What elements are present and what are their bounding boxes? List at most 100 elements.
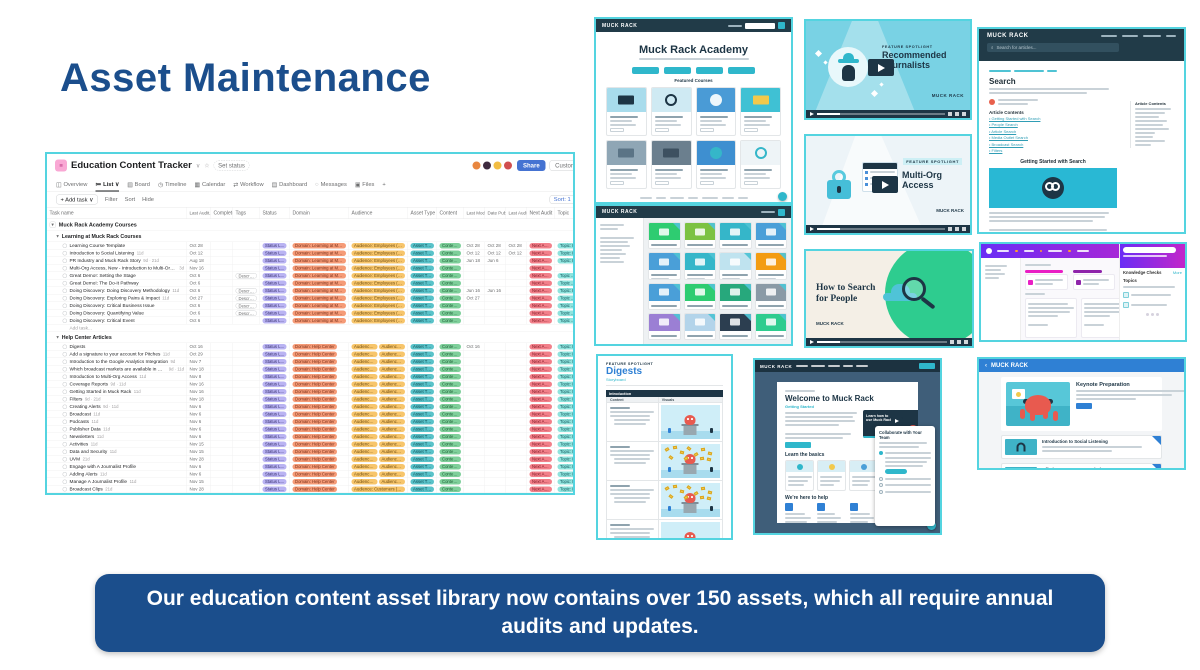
field-pill[interactable]: Domain: Help Center	[292, 351, 338, 357]
search-people-video[interactable]: How to Search for People MUCK RACK	[804, 249, 974, 348]
field-pill[interactable]: Asset Ty...	[411, 494, 435, 495]
account-button[interactable]	[778, 22, 785, 29]
field-pill[interactable]: Domain: Help Center	[292, 343, 338, 350]
field-pill[interactable]: Next Au...	[529, 448, 552, 455]
muckrack-logo[interactable]: MUCK RACK	[760, 363, 793, 369]
video-card[interactable]	[719, 282, 752, 310]
field-pill[interactable]: Topic: Micro...	[557, 343, 573, 350]
field-pill[interactable]: Domain: Help Center	[292, 426, 338, 432]
field-pill[interactable]: Next Au...	[529, 478, 552, 485]
field-pill[interactable]: Domain: Help Center	[292, 411, 338, 417]
view-course-button[interactable]	[744, 181, 759, 185]
avatar[interactable]	[471, 160, 482, 171]
video-card[interactable]	[683, 222, 716, 250]
field-pill[interactable]: Audience ...	[379, 373, 405, 380]
task-row[interactable]: Great Demo!: The Do-It Pathway Oct 6 Sta…	[47, 279, 573, 287]
field-pill[interactable]: Audience ...	[351, 418, 378, 425]
field-pill[interactable]: Topic: Micro...	[557, 418, 573, 425]
fullscreen-icon[interactable]	[962, 112, 966, 116]
basics-card[interactable]	[785, 460, 814, 491]
field-pill[interactable]: Topic: Micro...	[557, 351, 573, 357]
field-pill[interactable]: Content...	[439, 242, 461, 249]
field-pill[interactable]: Topic ...	[557, 302, 573, 309]
checklist-cta-button[interactable]	[885, 469, 907, 475]
field-pill[interactable]: Content...	[439, 426, 461, 432]
field-pill[interactable]: Status L...	[262, 388, 287, 395]
nav-links[interactable]	[796, 363, 869, 369]
section-row[interactable]: ▾Learning at Muck Rack Courses	[47, 231, 573, 242]
column-header[interactable]: Completed...	[211, 207, 233, 219]
play-button[interactable]	[891, 417, 903, 425]
field-pill[interactable]: Next Au...	[529, 433, 552, 440]
play-icon[interactable]	[810, 112, 814, 116]
field-pill[interactable]: Topic: Micro...	[557, 433, 573, 440]
project-title[interactable]: Education Content Tracker	[71, 160, 192, 171]
multiorg-access-video[interactable]: FEATURE SPOTLIGHT Multi-Org Access MUCK …	[804, 134, 972, 235]
column-header[interactable]: Content	[437, 207, 464, 219]
field-pill[interactable]: Asset Ty...	[410, 287, 434, 294]
field-pill[interactable]: Audience ...	[351, 381, 378, 387]
spekit-sidebar[interactable]	[981, 258, 1021, 340]
view-course-button[interactable]	[744, 128, 759, 132]
field-pill[interactable]: Audience: Customers (Free)	[352, 494, 406, 495]
view-course-button[interactable]	[610, 128, 624, 132]
field-pill[interactable]: Audience ...	[351, 373, 378, 380]
play-icon[interactable]	[810, 340, 814, 344]
field-pill[interactable]: Asset Ty...	[410, 448, 434, 455]
field-pill[interactable]: Next Au...	[529, 343, 552, 350]
task-row[interactable]: Doing Discovery: Exploring Pains & Impac…	[47, 294, 573, 302]
field-pill[interactable]: Next Au...	[529, 310, 552, 316]
field-pill[interactable]: Content...	[439, 411, 461, 417]
field-pill[interactable]: Audience ...	[379, 403, 405, 410]
article-search-input[interactable]: ⌕ Search for articles...	[987, 43, 1120, 52]
field-pill[interactable]: Audience ...	[379, 381, 405, 387]
filter-button[interactable]: Filter	[104, 196, 118, 203]
field-pill[interactable]: Status L...	[262, 272, 287, 279]
field-pill[interactable]: Asset Ty...	[410, 381, 434, 387]
checklist-item[interactable]	[879, 476, 931, 481]
field-pill[interactable]: Status L...	[262, 280, 287, 286]
video-card[interactable]	[648, 282, 681, 310]
field-pill[interactable]: Topic: Micro...	[557, 373, 573, 380]
sort-button[interactable]: Sort	[124, 196, 136, 203]
field-pill[interactable]: Audience: Employees (Full...	[351, 287, 405, 294]
field-pill[interactable]: Topic: Micro...	[558, 494, 576, 495]
field-pill[interactable]: Content...	[439, 295, 461, 301]
tab-board[interactable]: ▥Board	[127, 181, 150, 188]
field-pill[interactable]: Domain: Learning at Muck...	[292, 310, 346, 316]
library-sidebar[interactable]	[596, 218, 644, 344]
pagination-dots[interactable]	[1025, 341, 1115, 342]
field-pill[interactable]: Status L...	[262, 265, 287, 271]
field-pill[interactable]: Audience ...	[379, 456, 405, 462]
tab-calendar[interactable]: ▦Calendar	[194, 181, 226, 188]
field-pill[interactable]: Next Au...	[529, 265, 552, 271]
field-pill[interactable]: Next Au...	[529, 358, 552, 365]
field-pill[interactable]: Next Au...	[529, 486, 552, 492]
field-pill[interactable]: Domain: Help Center	[292, 441, 338, 447]
field-pill[interactable]: Topic ...	[557, 272, 573, 279]
column-header[interactable]: Last Audited	[506, 207, 527, 219]
contents-link[interactable]: • Getting Started with Search	[989, 116, 1041, 121]
field-pill[interactable]: Next Au...	[529, 388, 552, 395]
field-pill[interactable]: Audience ...	[351, 478, 378, 485]
contents-link[interactable]: • Article Search	[989, 128, 1017, 134]
group-row[interactable]: ▾Muck Rack Academy Courses	[47, 219, 573, 231]
fullscreen-icon[interactable]	[964, 340, 968, 344]
field-pill[interactable]: Audience: Customers (Free)	[351, 486, 405, 492]
tab-timeline[interactable]: ◷Timeline	[157, 181, 187, 188]
recommended-journalists-video[interactable]: FEATURE SPOTLIGHT Recommended Journalist…	[804, 19, 972, 120]
field-pill[interactable]: Audience ...	[379, 433, 405, 440]
field-pill[interactable]: Content...	[439, 310, 461, 316]
field-pill[interactable]: Audience ...	[351, 448, 378, 455]
column-header[interactable]: Audience	[349, 207, 408, 219]
field-pill[interactable]: Topic ...	[557, 280, 573, 286]
field-pill[interactable]: Domain: Help Center	[292, 478, 338, 485]
field-pill[interactable]: Audience ...	[379, 343, 405, 350]
pagination-dots[interactable]	[1120, 313, 1185, 316]
